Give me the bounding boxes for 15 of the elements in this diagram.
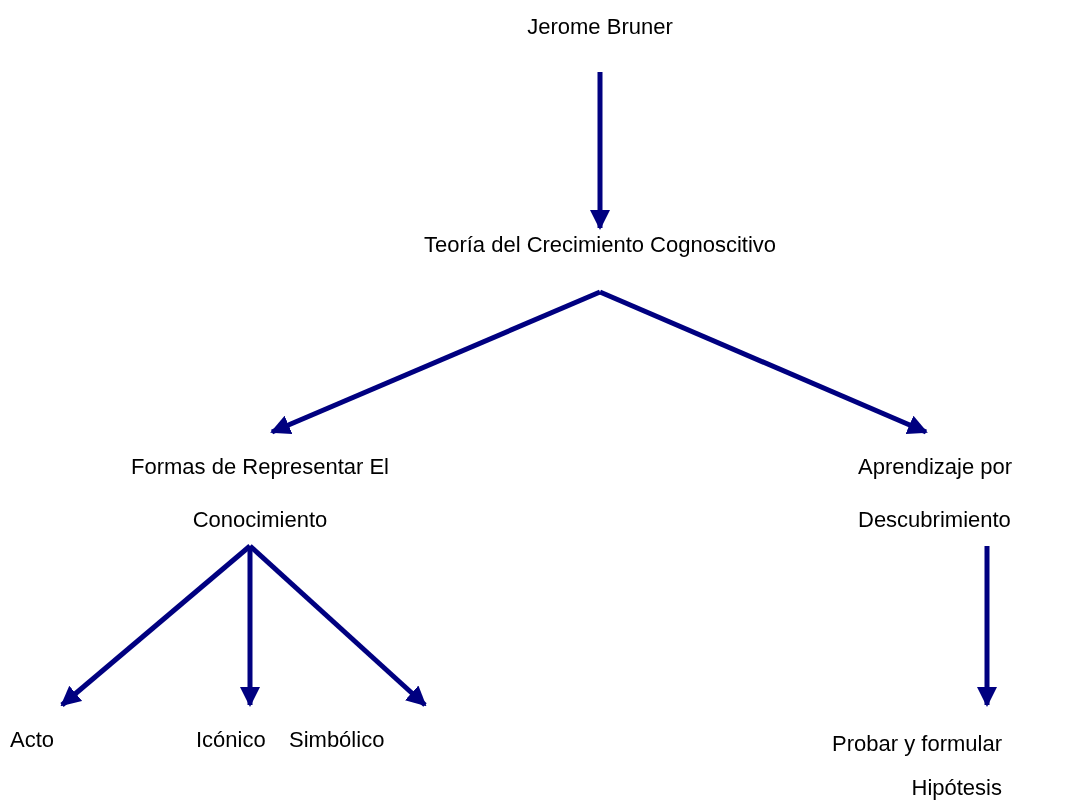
node-label: Formas de Representar El Conocimiento (125, 432, 395, 546)
node-label: Aprendizaje por Descubrimiento (858, 432, 1070, 546)
node-label: Jerome Bruner (480, 10, 720, 72)
arrow (590, 72, 610, 230)
node-label: Simbólico (289, 705, 425, 775)
arrow (270, 289, 601, 435)
arrow (599, 289, 928, 435)
node-label: Probar y formular Hipótesis (760, 705, 1002, 810)
node-label: Acto (10, 705, 70, 775)
node-label: Icónico (196, 705, 288, 775)
node-label: Teoría del Crecimiento Cognoscitivo (350, 228, 850, 292)
arrow (240, 546, 260, 707)
arrow (248, 544, 427, 707)
arrow (977, 546, 997, 707)
arrow (60, 544, 252, 707)
